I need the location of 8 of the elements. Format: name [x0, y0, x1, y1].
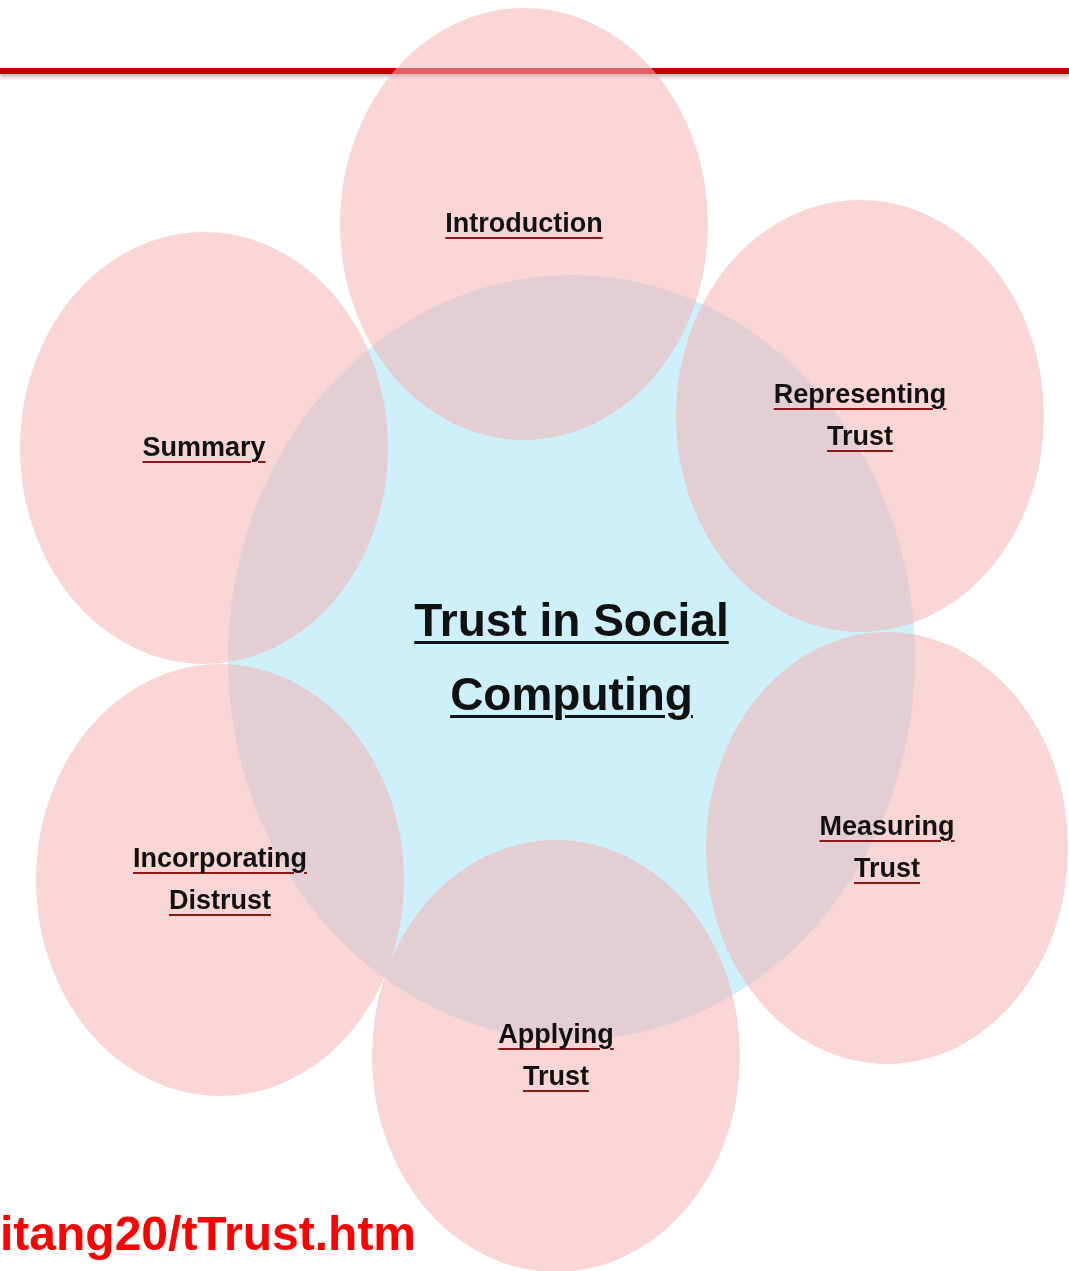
topic-label: Introduction [445, 207, 603, 241]
topic-label: Incorporating Distrust [132, 842, 308, 917]
topic-label: Measuring Trust [818, 810, 956, 885]
topic-label: Summary [142, 431, 266, 465]
center-title: Trust in Social Computing [413, 592, 730, 722]
topic-label: Representing Trust [772, 378, 948, 453]
topic-label: Applying Trust [497, 1018, 615, 1093]
url-text: itang20/tTrust.htm [0, 1206, 417, 1262]
